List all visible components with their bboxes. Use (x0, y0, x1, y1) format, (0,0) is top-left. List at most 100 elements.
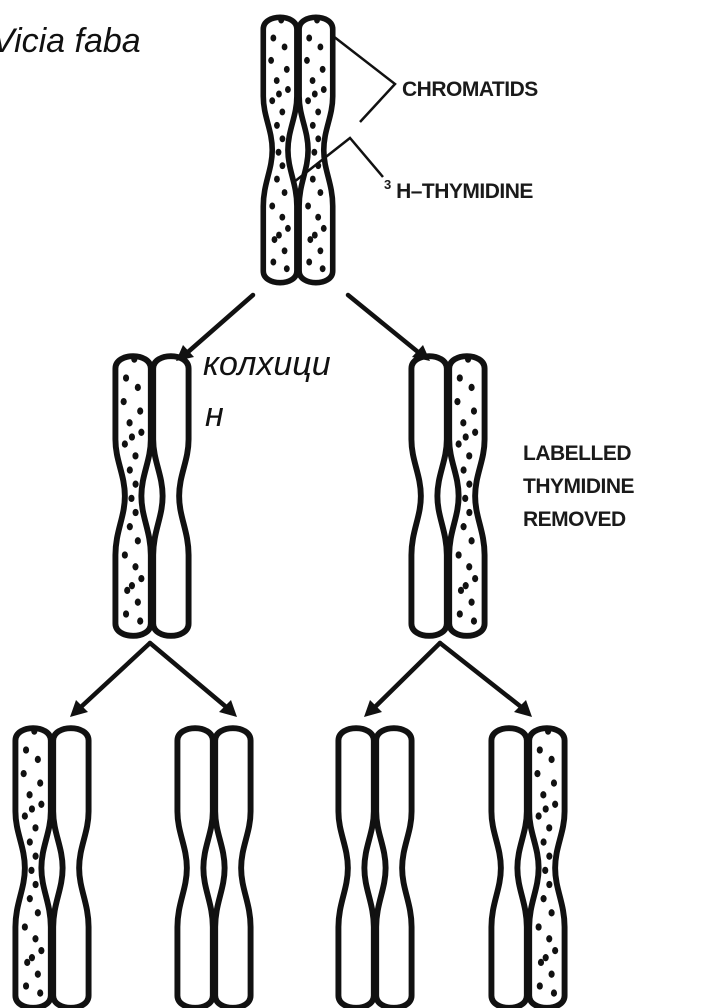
radiolabel-grain (32, 935, 38, 942)
radiolabel-grain (471, 407, 477, 414)
radiolabel-grain (456, 440, 462, 447)
radiolabel-grain (541, 895, 547, 902)
left-chromatid-labelled (263, 17, 297, 283)
radiolabel-grain (310, 77, 316, 84)
radiolabel-grain (462, 495, 468, 502)
radiolabel-grain (321, 225, 327, 232)
radiolabel-grain (21, 770, 27, 777)
radiolabel-grain (274, 77, 280, 84)
left-chromatid-unlabelled (338, 728, 373, 1008)
radiolabel-grain (22, 812, 28, 819)
radiolabel-grain (138, 575, 144, 582)
radiolabel-grain (546, 935, 552, 942)
radiolabel-grain (466, 509, 472, 516)
radiolabel-grain (469, 537, 475, 544)
radiolabel-grain (121, 398, 127, 405)
radiolabel-grain (546, 824, 552, 831)
radiolabel-grain (543, 805, 549, 812)
radiolabel-grain (315, 108, 321, 115)
radiolabel-grain (137, 407, 143, 414)
radiolabel-grain (280, 135, 286, 142)
right-chromatid-unlabelled (153, 356, 188, 636)
chromosome-generation-3-3 (338, 728, 411, 1008)
radiolabel-grain (466, 452, 472, 459)
radiolabel-grain (461, 466, 467, 473)
radiolabel-grain (320, 66, 326, 73)
radiolabel-grain (29, 954, 35, 961)
radiolabel-grain (31, 727, 37, 734)
radiolabel-grain (282, 43, 288, 50)
arrow-line (82, 643, 150, 706)
left-chromatid-labelled (15, 727, 50, 1007)
radiolabel-grain (37, 989, 43, 996)
radiolabel-grain (537, 746, 543, 753)
radiolabel-grain (127, 419, 133, 426)
radiolabel-grain (272, 236, 278, 243)
radiolabel-grain (268, 57, 274, 64)
chromosome-generation-3-2 (177, 728, 250, 1008)
radiolabel-grain (135, 599, 141, 606)
radiolabel-grain (454, 398, 460, 405)
radiolabel-grain (306, 35, 312, 42)
radiolabel-grain (132, 452, 138, 459)
radiolabel-grain (538, 959, 544, 966)
radiolabel-grain (285, 225, 291, 232)
radiolabel-grain (463, 433, 469, 440)
radiolabel-grain (122, 440, 128, 447)
radiolabel-grain (472, 575, 478, 582)
radiolabel-grain (315, 214, 321, 221)
radiolabel-grain (461, 523, 467, 530)
radiolabel-grain (307, 236, 313, 243)
radiolabel-grain (540, 791, 546, 798)
right-chromatid-unlabelled (53, 728, 88, 1008)
radiolabel-grain (35, 909, 41, 916)
arrow-line (440, 643, 520, 706)
radiolabel-grain (138, 429, 144, 436)
radiolabel-grain (269, 97, 275, 104)
radiolabel-grain (536, 923, 542, 930)
radiolabel-grain (129, 433, 135, 440)
radiolabel-grain (32, 824, 38, 831)
arrow-line (348, 295, 418, 352)
chromatid-outline (177, 728, 212, 1008)
radiolabel-grain (312, 232, 318, 239)
radiolabel-grain (274, 122, 280, 129)
radiolabel-grain (137, 617, 143, 624)
radiolabel-grain (122, 551, 128, 558)
radiolabel-grain (269, 203, 275, 210)
radiolabel-grain (466, 481, 472, 488)
radiolabel-grain (552, 801, 558, 808)
left-chromatid-unlabelled (411, 356, 446, 636)
chromatid-outline (53, 728, 88, 1008)
left-chromatid-unlabelled (491, 728, 526, 1008)
radiolabel-grain (284, 265, 290, 272)
chromosome-generation-3-1 (15, 727, 88, 1007)
left-chromatid-labelled (115, 355, 150, 635)
radiolabel-grain (551, 989, 557, 996)
radiolabel-grain (270, 35, 276, 42)
radiolabel-grain (27, 895, 33, 902)
radiolabel-grain (306, 259, 312, 266)
colchicine-label-line2: н (205, 396, 224, 434)
radiolabel-grain (129, 582, 135, 589)
radiolabel-grain (458, 587, 464, 594)
radiolabel-grain (276, 149, 282, 156)
radiolabel-grain (38, 947, 44, 954)
chromatids-label: CHROMATIDS (402, 78, 538, 101)
radiolabel-grain (35, 756, 41, 763)
radiolabel-grain (127, 466, 133, 473)
radiolabel-grain (304, 57, 310, 64)
radiolabel-grain (274, 176, 280, 183)
radiolabel-grain (123, 374, 129, 381)
radiolabel-grain (537, 982, 543, 989)
radiolabel-grain (472, 429, 478, 436)
radiolabel-grain (123, 610, 129, 617)
thymidine-label: 3 H–THYMIDINE (384, 171, 533, 203)
radiolabel-grain (469, 384, 475, 391)
species-label: Vicia faba (0, 22, 141, 60)
radiolabel-grain (541, 838, 547, 845)
chromosome-generation-1 (263, 17, 332, 283)
radiolabel-grain (314, 17, 320, 24)
removed-label-line3: REMOVED (523, 508, 626, 531)
radiolabel-grain (465, 355, 471, 362)
